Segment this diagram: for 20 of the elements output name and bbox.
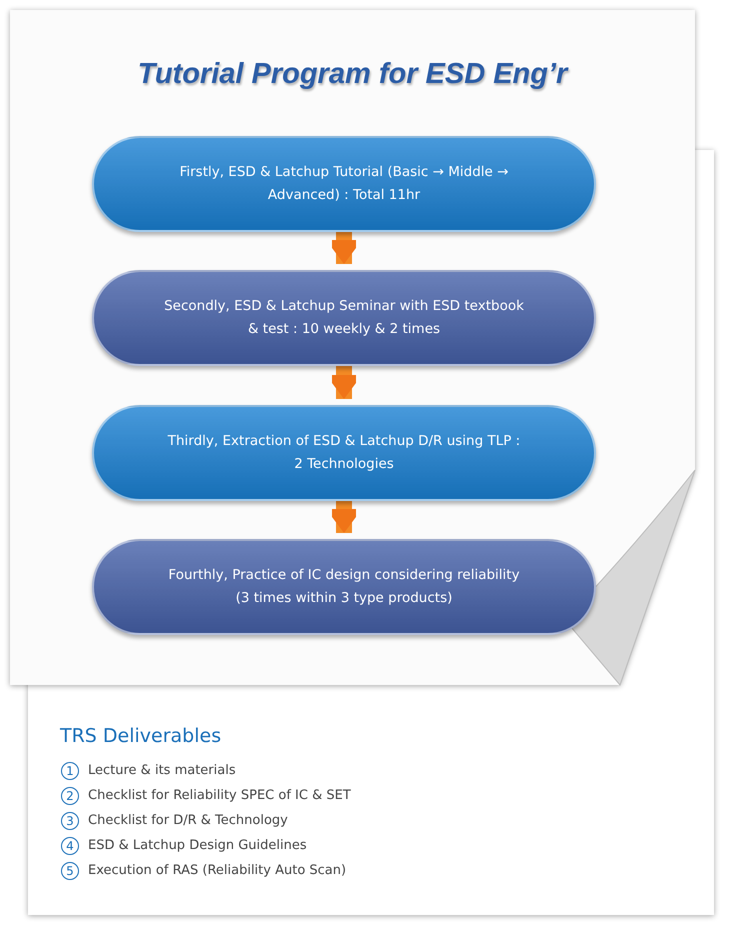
step-text: Secondly, ESD & Latchup Seminar with ESD textbook & test : 10 weekly & 2 times (164, 297, 524, 339)
list-item: Checklist for D/R & Technology (88, 813, 288, 828)
title: Tutorial Program for ESD Eng’r (136, 58, 570, 91)
callout-number: 4 (61, 837, 79, 855)
process-pill (92, 539, 596, 635)
process-pill (92, 270, 596, 366)
callout-number: 2 (61, 787, 79, 805)
list-item: ESD & Latchup Design Guidelines (88, 838, 307, 853)
step-text: Thirdly, Extraction of ESD & Latchup D/R using TLP : 2 Technologies (166, 432, 522, 474)
section-heading: TRS Deliverables (60, 725, 222, 747)
callout-number: 5 (61, 862, 79, 880)
list-item: Execution of RAS (Reliability Auto Scan) (88, 863, 346, 878)
step-text: Firstly, ESD & Latchup Tutorial (Basic → Middle → Advanced) : Total 11hr (178, 163, 510, 205)
list-item: Checklist for Reliability SPEC of IC & SET (88, 788, 351, 803)
list-item: Lecture & its materials (88, 763, 236, 778)
process-pill (92, 136, 596, 232)
callout-number: 3 (61, 812, 79, 830)
process-pill (92, 405, 596, 501)
callout-number: 1 (61, 762, 79, 780)
step-text: Fourthly, Practice of IC design considering reliability (3 times within 3 type products) (167, 566, 521, 608)
